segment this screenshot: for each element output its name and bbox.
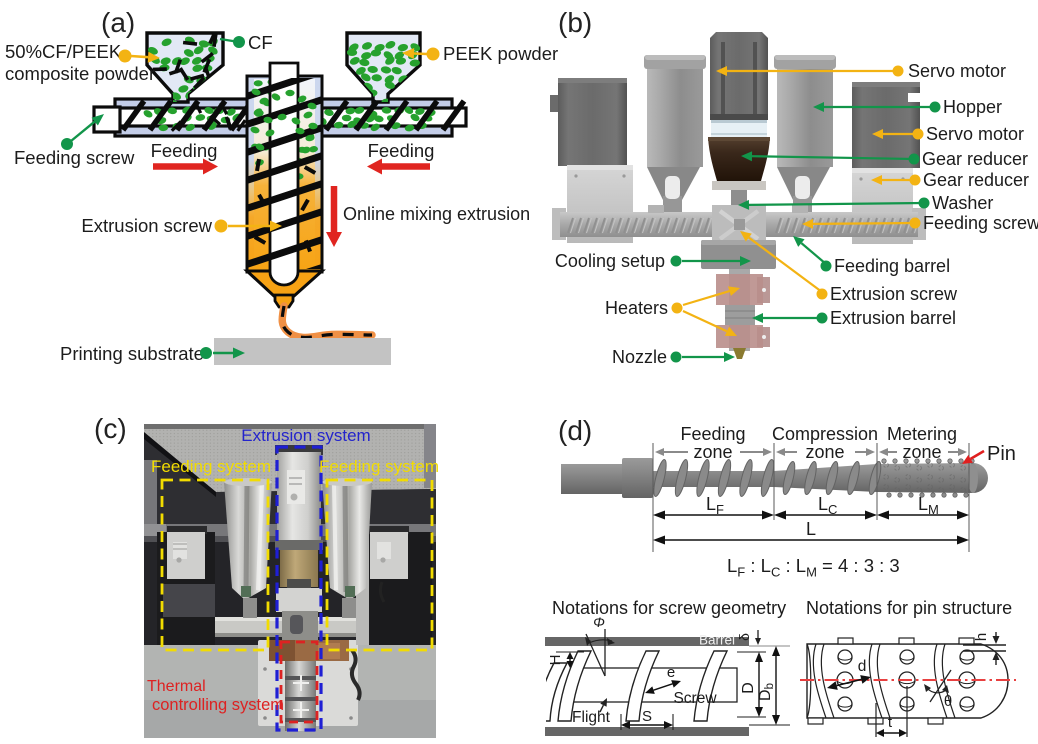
svg-text:PEEK powder: PEEK powder bbox=[443, 43, 558, 64]
svg-text:50%CF/PEEK: 50%CF/PEEK bbox=[5, 41, 122, 62]
svg-text:Feeding screw: Feeding screw bbox=[923, 213, 1038, 233]
svg-text:Extrusion barrel: Extrusion barrel bbox=[830, 308, 956, 328]
svg-text:Extrusion screw: Extrusion screw bbox=[830, 284, 958, 304]
svg-text:controlling system: controlling system bbox=[152, 696, 284, 714]
svg-text:Feeding system: Feeding system bbox=[319, 457, 439, 476]
svg-text:Hopper: Hopper bbox=[943, 97, 1002, 117]
svg-text:Nozzle: Nozzle bbox=[612, 347, 667, 367]
svg-text:Extrusion system: Extrusion system bbox=[241, 426, 370, 445]
svg-text:Extrusion screw: Extrusion screw bbox=[81, 215, 212, 236]
svg-text:composite powder: composite powder bbox=[5, 63, 155, 84]
svg-text:d: d bbox=[858, 658, 867, 675]
svg-text:(d): (d) bbox=[558, 415, 592, 446]
svg-text:Db: Db bbox=[757, 683, 776, 701]
svg-text:δ: δ bbox=[736, 633, 752, 641]
svg-text:θ: θ bbox=[944, 693, 952, 710]
svg-text:t: t bbox=[888, 714, 893, 731]
svg-text:Printing substrate: Printing substrate bbox=[60, 343, 204, 364]
svg-text:Heaters: Heaters bbox=[605, 298, 668, 318]
svg-text:Gear reducer: Gear reducer bbox=[923, 170, 1029, 190]
svg-text:h: h bbox=[973, 633, 990, 641]
svg-text:(b): (b) bbox=[558, 7, 592, 38]
svg-text:Screw: Screw bbox=[673, 690, 717, 707]
svg-text:Barrel: Barrel bbox=[699, 633, 735, 648]
svg-text:Feeding: Feeding bbox=[151, 140, 218, 161]
svg-text:CF: CF bbox=[248, 32, 273, 53]
svg-text:Flight: Flight bbox=[572, 709, 611, 726]
svg-text:(a): (a) bbox=[101, 7, 135, 38]
svg-text:e: e bbox=[667, 664, 675, 681]
svg-text:zone: zone bbox=[805, 442, 844, 462]
svg-text:Cooling setup: Cooling setup bbox=[555, 251, 665, 271]
svg-text:D: D bbox=[740, 682, 757, 694]
svg-text:Feeding system: Feeding system bbox=[151, 457, 271, 476]
svg-text:LC: LC bbox=[818, 494, 837, 517]
svg-text:L: L bbox=[806, 519, 816, 539]
svg-text:Feeding screw: Feeding screw bbox=[14, 147, 135, 168]
svg-text:Pin: Pin bbox=[987, 443, 1016, 465]
svg-text:Servo motor: Servo motor bbox=[908, 61, 1006, 81]
svg-text:LF : LC : LM = 4 : 3 : 3: LF : LC : LM = 4 : 3 : 3 bbox=[727, 555, 900, 580]
svg-text:Φ: Φ bbox=[593, 614, 605, 630]
svg-text:H: H bbox=[547, 655, 564, 666]
svg-text:LF: LF bbox=[706, 494, 724, 517]
svg-text:zone: zone bbox=[693, 442, 732, 462]
svg-text:Feeding: Feeding bbox=[368, 140, 435, 161]
svg-text:Online mixing extrusion: Online mixing extrusion bbox=[343, 204, 530, 224]
svg-text:Servo motor: Servo motor bbox=[926, 124, 1024, 144]
svg-text:Compression: Compression bbox=[772, 424, 878, 444]
svg-text:Notations for pin structure: Notations for pin structure bbox=[806, 598, 1012, 618]
svg-text:(c): (c) bbox=[94, 413, 127, 444]
svg-text:S: S bbox=[642, 708, 652, 725]
svg-text:Gear reducer: Gear reducer bbox=[922, 149, 1028, 169]
svg-text:Metering: Metering bbox=[887, 424, 957, 444]
svg-text:Notations for screw geometry: Notations for screw geometry bbox=[552, 598, 786, 618]
svg-text:Feeding: Feeding bbox=[680, 424, 745, 444]
svg-text:LM: LM bbox=[918, 494, 939, 517]
svg-text:zone: zone bbox=[902, 442, 941, 462]
svg-text:Thermal: Thermal bbox=[147, 678, 206, 695]
svg-text:Feeding barrel: Feeding barrel bbox=[834, 256, 950, 276]
svg-text:Washer: Washer bbox=[932, 193, 993, 213]
